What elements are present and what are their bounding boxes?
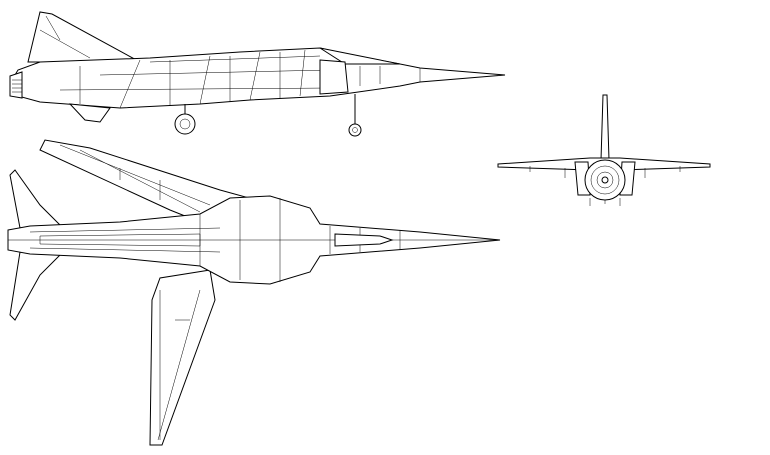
- top-view: [7, 139, 501, 446]
- side-wing-glove: [59, 49, 331, 109]
- side-view: [9, 11, 506, 137]
- side-main-gear: [174, 104, 196, 135]
- side-nose-gear: [348, 94, 362, 137]
- top-dorsal-spine: [39, 233, 201, 247]
- side-intake: [319, 59, 349, 95]
- front-view: [497, 94, 711, 206]
- top-lower-wing: [149, 269, 216, 446]
- top-lower-stabilizer: [9, 251, 62, 321]
- side-ventral-fin: [68, 103, 111, 123]
- front-vertical-fin: [600, 94, 610, 161]
- top-canopy: [334, 233, 394, 247]
- side-engine-nozzle: [9, 71, 23, 99]
- top-upper-stabilizer: [9, 169, 62, 229]
